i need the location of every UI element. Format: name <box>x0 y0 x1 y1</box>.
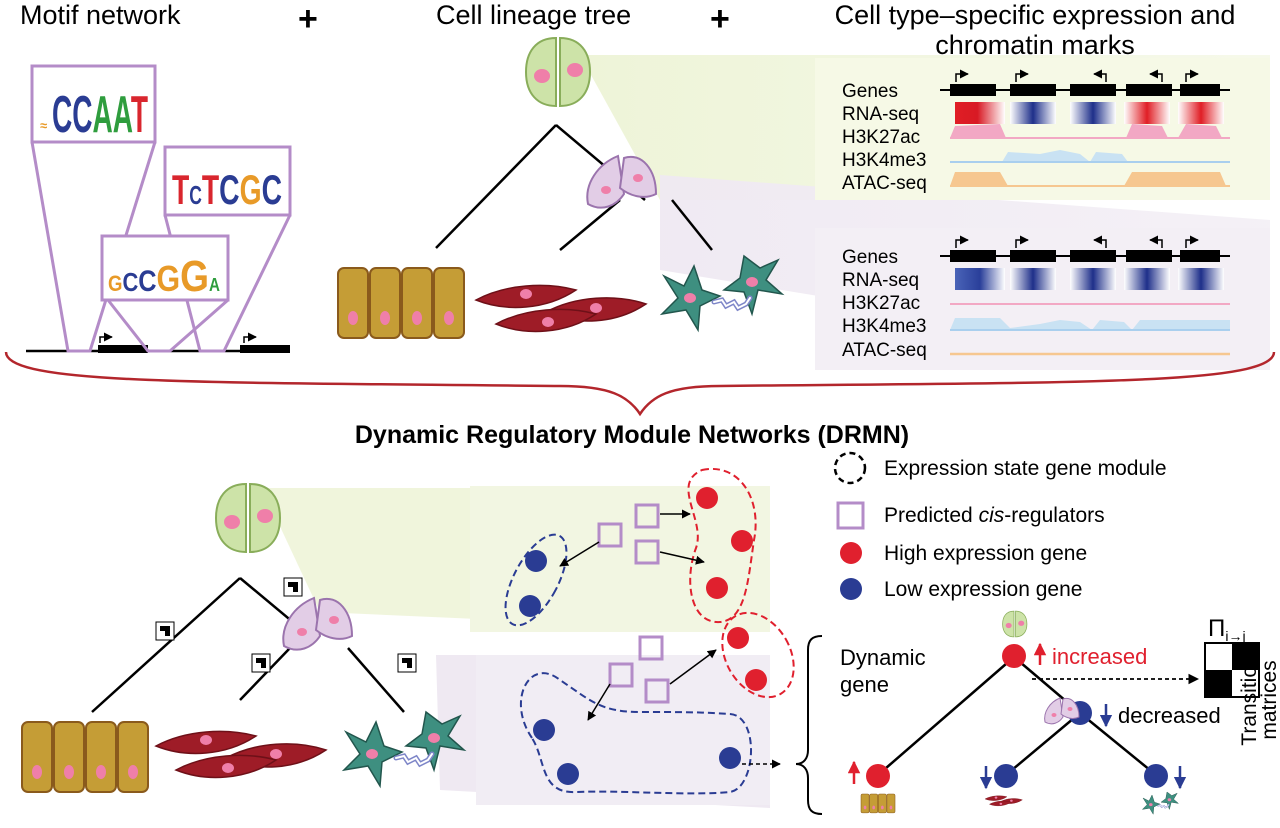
mini-two-cell-icon <box>1002 610 1028 638</box>
track-label-atacseq: ATAC-seq <box>842 173 927 194</box>
mini-muscle-icon <box>984 795 1023 807</box>
legend: Expression state gene module Predicted c… <box>833 451 1167 601</box>
track-label-h3k27ac-2: H3K27ac <box>842 293 920 314</box>
cell-lineage-title: Cell lineage tree <box>436 0 631 30</box>
epithelial-cells-icon-2 <box>21 721 149 793</box>
transition-label-2: matrices <box>1258 660 1280 739</box>
legend-high-label: High expression gene <box>884 542 1087 565</box>
drmn-title: Dynamic Regulatory Module Networks (DRMN… <box>355 421 909 449</box>
legend-cis-label: Predicted cis-regulators <box>884 504 1105 527</box>
track-label-rnaseq-2: RNA-seq <box>842 270 919 291</box>
legend-low-label: Low expression gene <box>884 578 1082 601</box>
track-label-h3k4me3-2: H3K4me3 <box>842 316 927 337</box>
transition-checker-icon-4 <box>397 653 417 673</box>
module-legend-icon <box>833 451 867 485</box>
tracks-panel-1: Genes RNA-seq H3K27ac H3K4me3 ATAC-seq <box>842 69 1230 194</box>
tracks-panel-2: Genes RNA-seq H3K27ac H3K4me3 ATAC-seq <box>842 235 1230 361</box>
svg-text:≈: ≈ <box>40 118 47 133</box>
motif-logo-ccaat: CCAAT <box>52 86 148 144</box>
track-label-genes-2: Genes <box>842 247 898 268</box>
muscle-cells-icon <box>475 284 647 333</box>
dynamic-gene-label-2: gene <box>840 672 889 697</box>
epithelial-cells-icon <box>337 267 465 339</box>
mini-neuron-icon <box>1141 791 1180 815</box>
expression-title-line1: Cell type–specific expression and <box>835 0 1236 30</box>
dynamic-gene-panel: Dynamic gene increased decreased Πi→j T <box>795 610 1280 815</box>
module-network-1 <box>504 467 757 627</box>
motif-network-title: Motif network <box>20 0 181 30</box>
high-expression-legend-icon <box>840 542 862 564</box>
transition-matrix-icon <box>1204 642 1260 698</box>
plus-sign-2: + <box>710 0 730 38</box>
two-cell-embryo-icon <box>525 37 591 107</box>
transition-checker-icon-3 <box>251 653 271 673</box>
track-label-rnaseq: RNA-seq <box>842 104 919 125</box>
track-label-atacseq-2: ATAC-seq <box>842 340 927 361</box>
decreased-label: decreased <box>1118 703 1221 728</box>
motif-logo-gccgga: GCCGGA <box>108 252 220 301</box>
transition-label-1: Transition <box>1238 654 1261 745</box>
muscle-cells-icon-2 <box>155 730 327 779</box>
transition-checker-icon-1 <box>155 621 175 641</box>
two-cell-embryo-icon-2 <box>215 483 281 553</box>
pi-symbol: Πi→j <box>1208 615 1246 644</box>
regulator-legend-icon <box>836 501 865 530</box>
dynamic-gene-label-1: Dynamic <box>840 645 926 670</box>
track-label-genes: Genes <box>842 81 898 102</box>
track-label-h3k4me3: H3K4me3 <box>842 150 927 171</box>
track-label-h3k27ac: H3K27ac <box>842 127 920 148</box>
brace-divider <box>4 351 1276 417</box>
motif-logo-tctcgc: TCTCGC <box>172 166 282 213</box>
bottom-lineage-tree <box>21 483 770 808</box>
progenitor-cell-icon <box>586 155 657 209</box>
motif-network-diagram: ≈ CCAAT TCTCGC GCCGGA <box>26 64 292 353</box>
mini-epithelial-icon <box>860 793 896 814</box>
transition-checker-icon-2 <box>283 577 303 597</box>
plus-sign-1: + <box>298 0 318 38</box>
module-network-2 <box>520 611 795 795</box>
low-expression-legend-icon <box>840 578 862 600</box>
legend-module-label: Expression state gene module <box>884 457 1167 480</box>
increased-label: increased <box>1052 644 1147 669</box>
